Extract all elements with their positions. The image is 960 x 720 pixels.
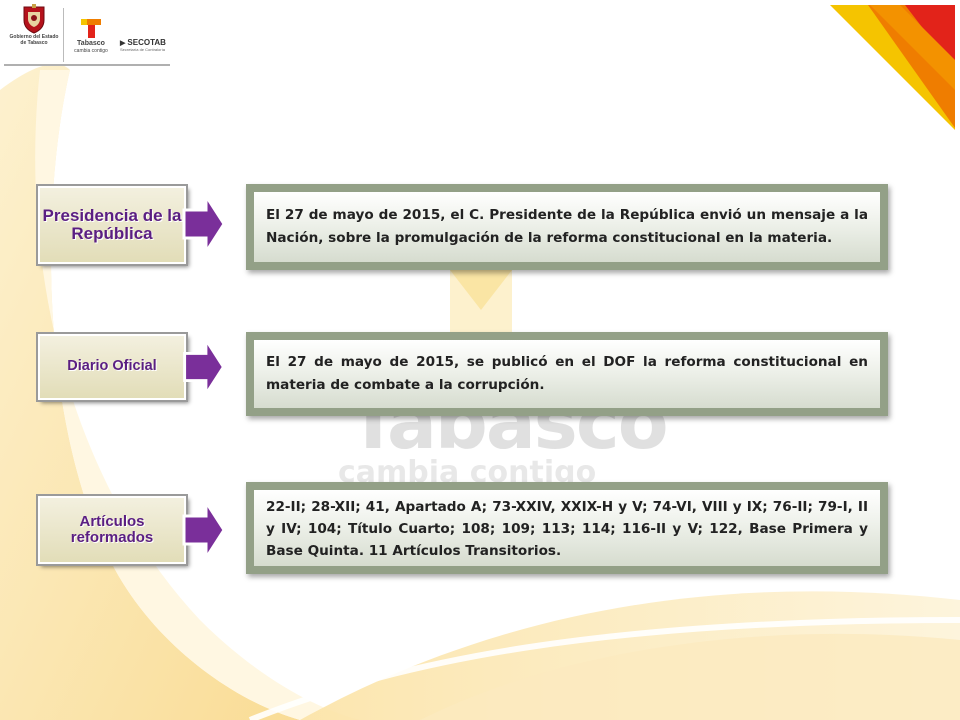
label-diario-oficial-text: Diario Oficial — [67, 358, 157, 375]
info-text-presidencia: El 27 de mayo de 2015, el C. Presidente … — [266, 207, 868, 246]
header-logos: Gobierno del Estado de Tabasco Tabasco c… — [0, 0, 175, 68]
arrow-right-icon — [182, 192, 226, 256]
gobierno-caption: Gobierno del Estado de Tabasco — [9, 34, 59, 46]
info-panel-diario-oficial: El 27 de mayo de 2015, se publicó en el … — [246, 332, 888, 416]
label-diario-oficial: Diario Oficial — [36, 332, 188, 402]
tabasco-t-icon — [81, 19, 101, 38]
info-text-articulos: 22-II; 28-XII; 41, Apartado A; 73-XXIV, … — [266, 499, 868, 559]
secotab-name: SECOTAB — [127, 38, 166, 47]
label-articulos: Artículos reformados — [36, 494, 188, 566]
label-presidencia: Presidencia de la República — [36, 184, 188, 266]
gobierno-logo: Gobierno del Estado de Tabasco — [6, 4, 62, 46]
info-text-diario-oficial: El 27 de mayo de 2015, se publicó en el … — [266, 354, 868, 393]
info-panel-presidencia: El 27 de mayo de 2015, el C. Presidente … — [246, 184, 888, 270]
chevron-right-icon: ▶ — [120, 39, 126, 47]
header-underline — [4, 64, 170, 66]
arrow-right-icon — [183, 336, 226, 398]
tabasco-brand: Tabasco — [77, 40, 105, 47]
label-articulos-text: Artículos reformados — [70, 513, 154, 546]
info-panel-articulos: 22-II; 28-XII; 41, Apartado A; 73-XXIV, … — [246, 482, 888, 574]
header-divider — [63, 8, 64, 62]
tabasco-tagline: cambia contigo — [74, 48, 108, 54]
secotab-sub: Secretaría de Contraloría — [120, 47, 165, 52]
arrow-right-icon — [182, 498, 226, 562]
coat-of-arms-icon — [23, 4, 45, 34]
corner-decoration — [830, 5, 955, 130]
tabasco-logo: Tabasco cambia contigo — [66, 18, 116, 54]
secotab-logo: ▶ SECOTAB Secretaría de Contraloría — [120, 38, 175, 52]
label-presidencia-text: Presidencia de la República — [42, 206, 182, 243]
